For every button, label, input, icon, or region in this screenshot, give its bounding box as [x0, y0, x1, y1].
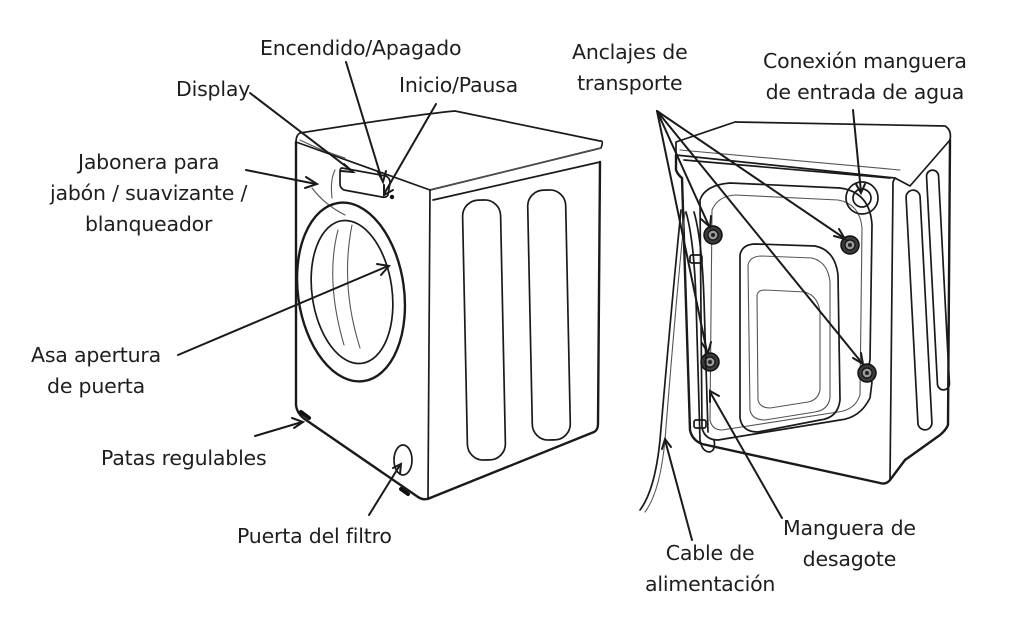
foot-left — [299, 410, 311, 420]
pointer-adjustable-feet — [254, 421, 303, 437]
rear-washer-top — [675, 121, 952, 187]
pointer-detergent-drawer — [245, 169, 317, 185]
water-inlet-ring — [845, 181, 879, 215]
display-screen — [339, 167, 391, 199]
front-washer-illustration — [294, 110, 604, 501]
pointer-water-inlet — [852, 109, 862, 193]
pointer-transport-bolt — [656, 110, 863, 364]
pointer-start-pause — [383, 103, 437, 195]
transport-bolt — [700, 352, 720, 372]
label-start-pause: Inicio/Pausa — [399, 73, 518, 97]
pointer-transport-bolt — [656, 110, 845, 239]
foot-right — [399, 487, 410, 496]
label-detergent-drawer: Jabonera para jabón / suavizante / blanq… — [50, 150, 248, 236]
side-panel-right — [526, 189, 572, 441]
label-filter-door: Puerta del filtro — [237, 524, 392, 548]
label-transport-bolts: Anclajes de transporte — [572, 40, 688, 95]
rear-washer-back — [674, 153, 907, 485]
front-washer-side — [428, 160, 602, 500]
rear-side-panel-2 — [925, 169, 951, 391]
rear-washer-side — [903, 138, 952, 462]
label-drain-hose: Manguera de desagote — [783, 516, 916, 571]
front-door-outer — [295, 201, 407, 383]
pointer-lines — [177, 61, 866, 541]
label-power: Encendido/Apagado — [260, 36, 462, 60]
drain-hose — [685, 211, 716, 453]
pointer-door-handle — [177, 265, 389, 356]
front-door-inner — [310, 219, 394, 365]
front-washer-top — [295, 110, 604, 191]
rear-access-window — [739, 243, 841, 433]
pointer-power-cable — [664, 439, 693, 541]
pointer-display — [249, 92, 353, 172]
pointer-filter-door — [368, 464, 401, 516]
front-washer-face — [294, 140, 432, 501]
filter-door — [393, 444, 413, 476]
rear-side-panel-1 — [905, 189, 933, 431]
label-power-cable: Cable de alimentación — [645, 541, 776, 596]
pointer-power — [345, 61, 383, 181]
transport-bolt — [703, 225, 723, 245]
label-water-inlet: Conexión manguera de entrada de agua — [763, 49, 967, 104]
label-door-handle: Asa apertura de puerta — [31, 343, 162, 398]
rear-cover-panel — [699, 182, 873, 441]
pointer-transport-bolt — [656, 110, 708, 353]
label-adjustable-feet: Patas regulables — [101, 446, 267, 470]
pointer-drain-hose — [709, 391, 783, 519]
pointer-transport-bolt — [656, 110, 710, 227]
transport-bolt — [857, 363, 877, 383]
rear-washer-illustration — [639, 121, 952, 513]
side-panel-left — [461, 199, 507, 461]
label-display: Display — [176, 77, 251, 101]
start-pause-button — [389, 194, 395, 200]
power-cable — [639, 209, 682, 511]
transport-bolt — [840, 235, 860, 255]
